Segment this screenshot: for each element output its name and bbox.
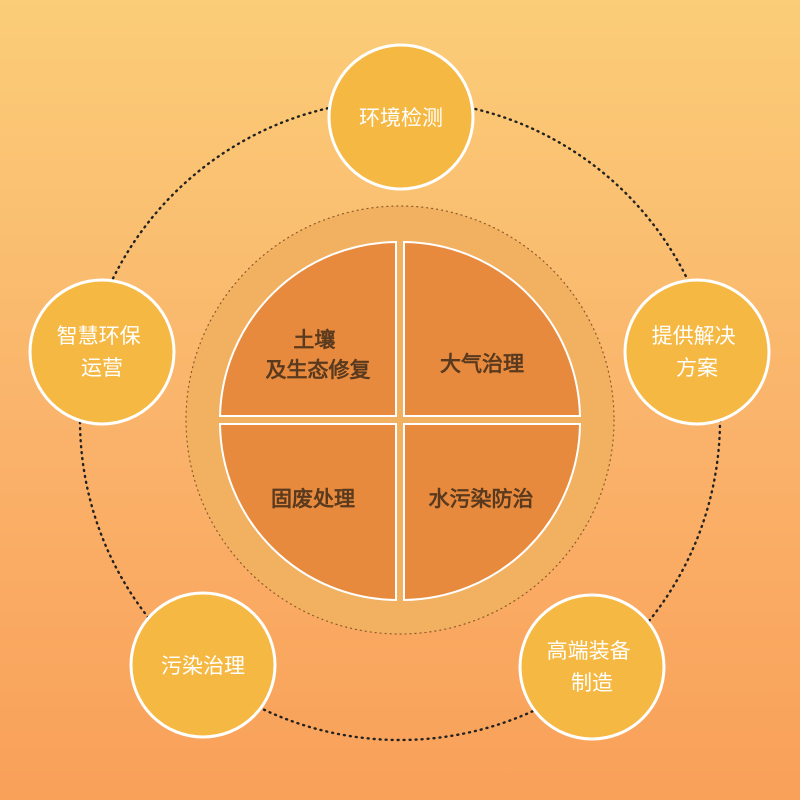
core-label-water: 水污染防治: [429, 487, 534, 511]
core-label-soil-line1: 土壤: [293, 328, 336, 352]
core-label-soil-line2: 及生态修复: [266, 358, 372, 382]
core-label-air: 大气治理: [440, 352, 524, 376]
node-solutions-circle: [623, 278, 771, 426]
core-inner-dotted-ring: [185, 205, 615, 635]
node-solutions-line2: 方案: [676, 356, 718, 380]
node-smart-ops-label: 智慧环保 运营: [57, 324, 148, 380]
core-label-solid-waste-line1: 固废处理: [271, 487, 355, 511]
node-monitoring-line1: 环境检测: [359, 106, 443, 130]
core-outer-ring: [186, 206, 614, 634]
node-equipment-circle: [518, 593, 666, 741]
core-segment-soil: [218, 240, 397, 417]
core-label-water-line1: 水污染防治: [429, 487, 534, 511]
core-label-solid-waste: 固废处理: [271, 487, 355, 511]
node-monitoring: 环境检测: [327, 43, 475, 191]
node-smart-ops: 智慧环保 运营: [28, 278, 176, 426]
node-solutions: 提供解决 方案: [623, 278, 771, 426]
node-pollution: 污染治理: [129, 591, 277, 739]
node-solutions-label: 提供解决 方案: [652, 324, 743, 380]
core-label-air-line1: 大气治理: [440, 352, 524, 376]
node-solutions-line1: 提供解决: [652, 324, 736, 348]
node-equipment: 高端装备 制造: [518, 593, 666, 741]
node-equipment-line2: 制造: [571, 671, 613, 695]
node-equipment-label: 高端装备 制造: [547, 639, 638, 695]
node-pollution-label: 污染治理: [161, 654, 245, 678]
node-monitoring-label: 环境检测: [359, 106, 443, 130]
core-segment-water: [403, 423, 582, 602]
node-smart-ops-line2: 运营: [81, 356, 123, 380]
core-label-soil: 土壤 及生态修复: [266, 328, 372, 382]
node-smart-ops-circle: [28, 278, 176, 426]
node-smart-ops-line1: 智慧环保: [57, 324, 141, 348]
core-segment-solid-waste: [218, 423, 397, 602]
node-equipment-line1: 高端装备: [547, 639, 631, 663]
node-pollution-circle: [129, 591, 277, 739]
node-monitoring-circle: [327, 43, 475, 191]
core-segment-air: [403, 240, 582, 417]
node-pollution-line1: 污染治理: [161, 654, 245, 678]
